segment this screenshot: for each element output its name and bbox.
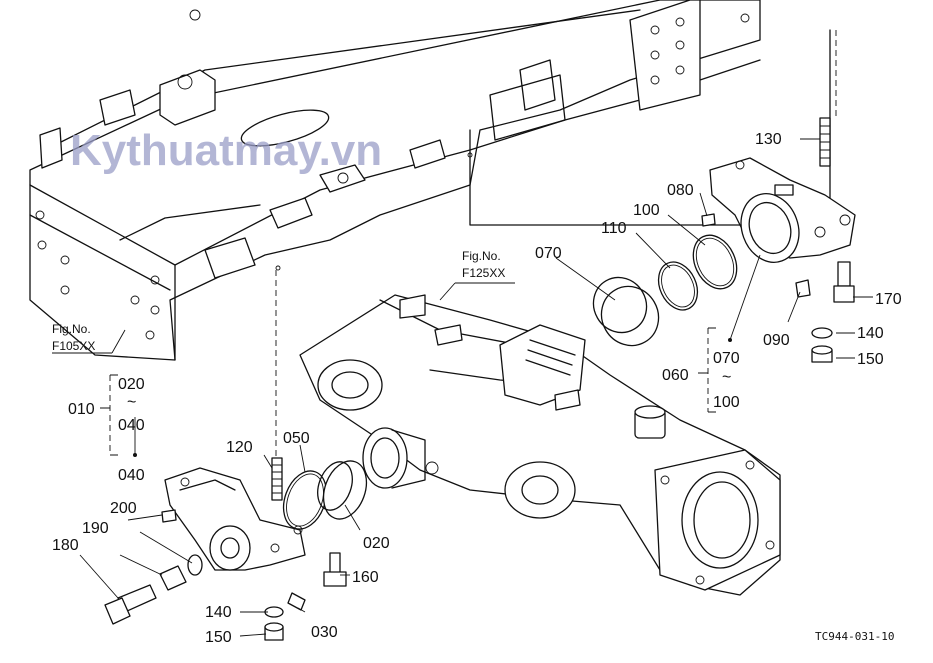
label-150-right: 150 [857, 351, 884, 368]
label-180: 180 [52, 537, 79, 554]
range-tilde-right: ~ [722, 369, 731, 386]
right-bracket-assy [709, 157, 856, 263]
label-020-range-start: 020 [118, 376, 145, 393]
label-010: 010 [68, 401, 95, 418]
part-labels: 010 020 ~ 040 040 200 190 180 120 050 02… [52, 131, 902, 646]
left-bracket-assy [164, 467, 306, 571]
label-100: 100 [633, 202, 660, 219]
label-040: 040 [118, 467, 145, 484]
label-130: 130 [755, 131, 782, 148]
label-170: 170 [875, 291, 902, 308]
label-100-range-end: 100 [713, 394, 740, 411]
centerlines [275, 30, 837, 458]
watermark-text: Kythuatmay.vn [70, 126, 382, 175]
figure-ref-f125-line1: Fig.No. [462, 249, 501, 263]
tractor-frame [29, 0, 831, 361]
label-160: 160 [352, 569, 379, 586]
label-030: 030 [311, 624, 338, 641]
figure-ref-f105: Fig.No. F105XX [52, 322, 112, 354]
label-060: 060 [662, 367, 689, 384]
label-070: 070 [535, 245, 562, 262]
label-090: 090 [763, 332, 790, 349]
label-190: 190 [82, 520, 109, 537]
label-110: 110 [601, 220, 627, 237]
label-140-right: 140 [857, 325, 884, 342]
figure-ref-f105-line2: F105XX [52, 339, 95, 353]
label-140-bottom: 140 [205, 604, 232, 621]
figure-ref-f125: Fig.No. F125XX [455, 249, 515, 284]
label-020: 020 [363, 535, 390, 552]
fasteners [104, 117, 855, 641]
figure-ref-f125-line2: F125XX [462, 266, 505, 280]
label-150-bottom: 150 [205, 629, 232, 646]
range-tilde-left: ~ [127, 394, 136, 411]
axle-housing [299, 294, 781, 596]
label-080: 080 [667, 182, 694, 199]
leader-lines [79, 138, 873, 637]
label-050: 050 [283, 430, 310, 447]
figure-ref-f105-line1: Fig.No. [52, 322, 91, 336]
label-040-range-end: 040 [118, 417, 145, 434]
label-070-range-start: 070 [713, 350, 740, 367]
label-200: 200 [110, 500, 137, 517]
bushings-and-seals [282, 234, 738, 530]
label-120: 120 [226, 439, 253, 456]
drawing-code: TC944-031-10 [815, 630, 894, 643]
